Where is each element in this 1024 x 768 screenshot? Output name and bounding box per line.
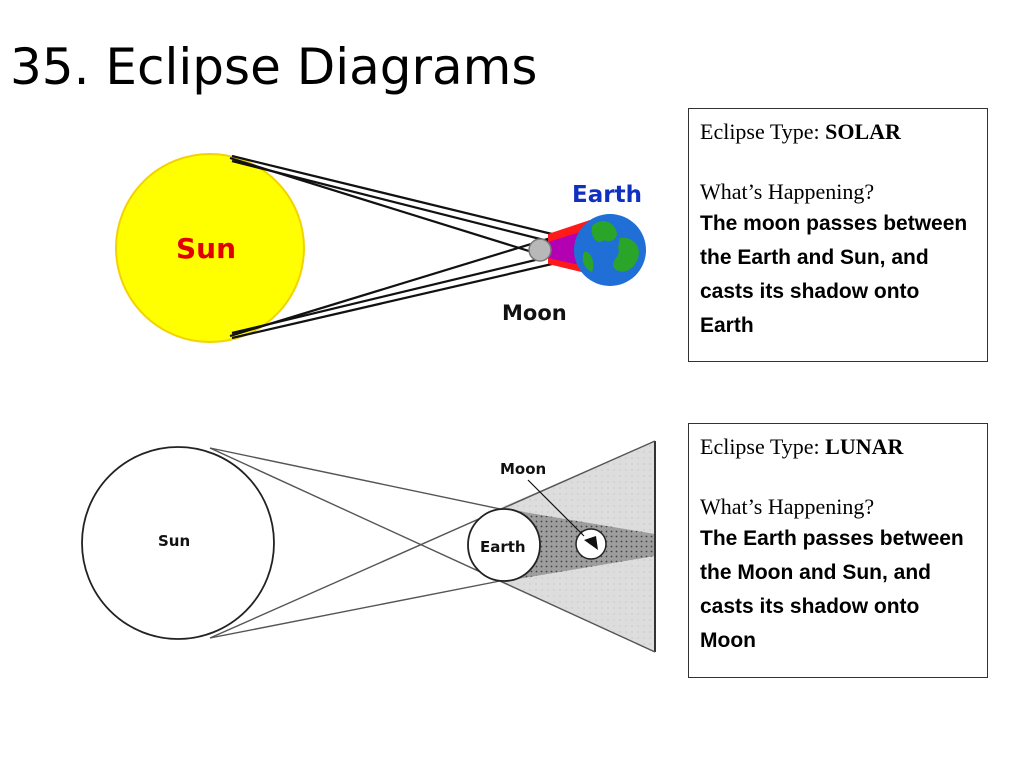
- solar-description: The moon passes between the Earth and Su…: [700, 212, 968, 337]
- lunar-earth-label: Earth: [480, 538, 526, 556]
- lunar-sun: [81, 446, 275, 640]
- lunar-moon-label: Moon: [500, 460, 546, 478]
- solar-sun: [115, 153, 305, 343]
- slide-title: 35. Eclipse Diagrams: [10, 38, 538, 96]
- lunar-description: The Earth passes between the Moon and Su…: [700, 527, 964, 652]
- lunar-sun-label: Sun: [158, 532, 190, 550]
- solar-moon-label: Moon: [502, 301, 567, 325]
- solar-earth: [574, 214, 646, 286]
- lunar-eclipse-diagram: Sun Earth Moon: [81, 440, 656, 653]
- lunar-earth: [467, 508, 541, 582]
- solar-eclipse-diagram: Sun Earth Moon: [115, 153, 646, 343]
- lunar-info-box: Eclipse Type: LUNAR What’s Happening? Th…: [688, 423, 988, 678]
- lunar-question: What’s Happening?: [700, 494, 875, 519]
- lunar-moon-pointer: [527, 479, 585, 537]
- solar-type-prefix: Eclipse Type:: [700, 119, 820, 144]
- solar-sun-label: Sun: [176, 232, 236, 265]
- lunar-type-prefix: Eclipse Type:: [700, 434, 820, 459]
- solar-moon: [528, 238, 552, 262]
- solar-type-value: SOLAR: [825, 119, 901, 144]
- solar-info-box: Eclipse Type: SOLAR What’s Happening? Th…: [688, 108, 988, 362]
- solar-earth-label: Earth: [572, 182, 642, 208]
- lunar-type-value: LUNAR: [825, 434, 904, 459]
- lunar-type-line: Eclipse Type: LUNAR: [700, 432, 977, 462]
- lunar-moon-shadow: [584, 536, 598, 550]
- solar-type-line: Eclipse Type: SOLAR: [700, 117, 977, 147]
- lunar-sun-rays: [209, 440, 656, 653]
- solar-question: What’s Happening?: [700, 179, 875, 204]
